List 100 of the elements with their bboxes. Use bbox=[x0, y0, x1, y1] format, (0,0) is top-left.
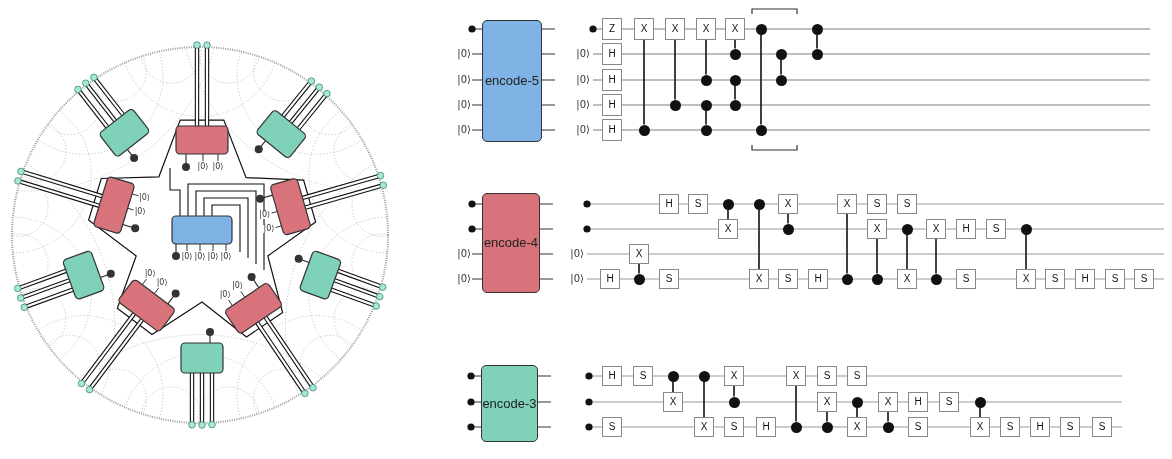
quantum-gate: S bbox=[956, 269, 976, 289]
quantum-gate: S bbox=[659, 269, 679, 289]
quantum-gate: X bbox=[725, 18, 745, 40]
ket-label: |0⟩ bbox=[457, 125, 471, 135]
quantum-gate: S bbox=[633, 366, 653, 386]
ket-label: |0⟩ bbox=[206, 253, 220, 261]
control-dot-icon bbox=[667, 370, 679, 382]
quantum-gate: X bbox=[694, 417, 714, 437]
ket-label: |0⟩ bbox=[258, 211, 272, 220]
control-line bbox=[643, 39, 645, 126]
control-dot-icon bbox=[669, 99, 681, 111]
quantum-gate: X bbox=[926, 219, 946, 239]
control-line bbox=[672, 380, 674, 393]
quantum-gate: S bbox=[1092, 417, 1112, 437]
quantum-gate: S bbox=[897, 194, 917, 214]
control-dot-icon bbox=[700, 99, 712, 111]
control-line bbox=[876, 238, 878, 275]
control-line bbox=[887, 411, 889, 423]
quantum-gate: S bbox=[778, 269, 798, 289]
control-dot-icon bbox=[901, 223, 913, 235]
quantum-gate: H bbox=[908, 392, 928, 412]
control-dot-icon bbox=[821, 421, 833, 433]
quantum-gate: S bbox=[847, 366, 867, 386]
ket-label: |0⟩ bbox=[570, 249, 584, 259]
quantum-gate: X bbox=[786, 366, 806, 386]
control-dot-icon bbox=[841, 273, 853, 285]
quantum-gate: X bbox=[629, 244, 649, 264]
control-line bbox=[734, 39, 736, 50]
control-dot-icon bbox=[871, 273, 883, 285]
quantum-gate: S bbox=[1000, 417, 1020, 437]
control-dot-icon bbox=[755, 23, 767, 35]
control-dot-icon bbox=[729, 48, 741, 60]
quantum-gate: X bbox=[749, 269, 769, 289]
ket-label: |0⟩ bbox=[576, 100, 590, 110]
control-line bbox=[758, 208, 760, 270]
control-line bbox=[856, 406, 858, 418]
control-dot-icon bbox=[755, 124, 767, 136]
quantum-gate: S bbox=[1045, 269, 1065, 289]
control-dot-icon bbox=[974, 396, 986, 408]
quantum-gate: X bbox=[665, 18, 685, 40]
ket-label: |0⟩ bbox=[133, 208, 147, 217]
quantum-gate: X bbox=[837, 194, 857, 214]
quantum-gate: H bbox=[602, 119, 622, 141]
quantum-gate: H bbox=[602, 366, 622, 386]
quantum-gate: H bbox=[659, 194, 679, 214]
control-dot-icon bbox=[790, 421, 802, 433]
quantum-gate: X bbox=[847, 417, 867, 437]
control-dot-icon bbox=[722, 198, 734, 210]
control-line bbox=[674, 39, 676, 101]
control-line bbox=[780, 58, 782, 76]
control-line bbox=[795, 385, 797, 423]
ket-label: |0⟩ bbox=[180, 253, 194, 261]
quantum-gate: X bbox=[778, 194, 798, 214]
encoder-block: encode-5 bbox=[482, 20, 542, 142]
control-line bbox=[846, 213, 848, 275]
quantum-gate: X bbox=[718, 219, 738, 239]
ket-label: |0⟩ bbox=[155, 279, 169, 288]
control-line bbox=[733, 385, 735, 398]
quantum-gate: H bbox=[756, 417, 776, 437]
control-dot-icon bbox=[638, 124, 650, 136]
control-line bbox=[727, 208, 729, 220]
control-line bbox=[979, 406, 981, 418]
quantum-gate: X bbox=[817, 392, 837, 412]
quantum-gate: X bbox=[696, 18, 716, 40]
control-line bbox=[935, 238, 937, 275]
quantum-gate: X bbox=[663, 392, 683, 412]
control-line bbox=[906, 233, 908, 270]
quantum-gate: H bbox=[602, 69, 622, 91]
quantum-gate: X bbox=[634, 18, 654, 40]
control-line bbox=[705, 39, 707, 76]
quantum-gate: H bbox=[808, 269, 828, 289]
quantum-gate: S bbox=[1134, 269, 1154, 289]
quantum-gate: H bbox=[956, 219, 976, 239]
control-line bbox=[1025, 233, 1027, 270]
quantum-gate: X bbox=[897, 269, 917, 289]
control-dot-icon bbox=[775, 48, 787, 60]
control-dot-icon bbox=[700, 74, 712, 86]
quantum-gate: S bbox=[602, 417, 622, 437]
quantum-gate: S bbox=[817, 366, 837, 386]
quantum-gate: S bbox=[867, 194, 887, 214]
control-line bbox=[638, 263, 640, 275]
quantum-gate: X bbox=[1016, 269, 1036, 289]
quantum-gate: H bbox=[1030, 417, 1050, 437]
ket-label: |0⟩ bbox=[576, 75, 590, 85]
quantum-gate: H bbox=[602, 94, 622, 116]
quantum-gate: S bbox=[986, 219, 1006, 239]
ket-label: |0⟩ bbox=[570, 274, 584, 284]
control-dot-icon bbox=[775, 74, 787, 86]
quantum-gate: S bbox=[688, 194, 708, 214]
ket-label: |0⟩ bbox=[457, 249, 471, 259]
control-dot-icon bbox=[753, 198, 765, 210]
ket-label: |0⟩ bbox=[231, 282, 244, 291]
quantum-gate: S bbox=[1105, 269, 1125, 289]
quantum-gate: X bbox=[878, 392, 898, 412]
control-dot-icon bbox=[811, 23, 823, 35]
quantum-gate: X bbox=[970, 417, 990, 437]
ket-label: |0⟩ bbox=[457, 100, 471, 110]
ket-label: |0⟩ bbox=[457, 274, 471, 284]
ket-label: |0⟩ bbox=[576, 125, 590, 135]
control-line bbox=[816, 33, 818, 50]
